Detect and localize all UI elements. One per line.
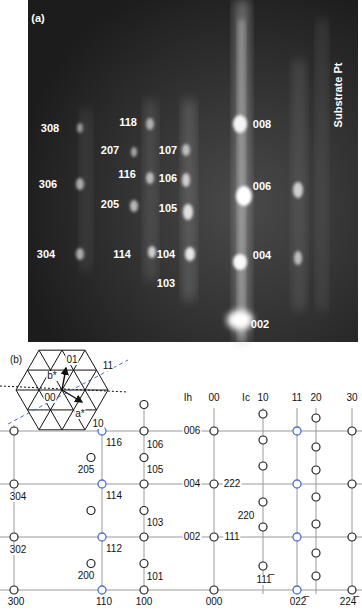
index-label: 105 [146,465,165,475]
index-label: 304 [37,249,55,260]
index-label: 20 [309,393,322,403]
index-label: 101 [146,572,165,582]
rheed-photo [28,0,358,342]
index-label: 008 [253,119,271,130]
index-label: a* [74,409,85,419]
index-label: 224̅ [339,597,358,607]
index-label: 004 [183,479,202,489]
index-label: 00 [43,393,56,403]
index-label: 11 [291,393,303,403]
index-label: 103 [146,518,165,528]
index-label: 30 [345,393,358,403]
index-label: 11 [102,361,114,371]
index-label: 114 [113,249,131,260]
index-label: 205 [77,465,96,475]
index-label: 308 [41,123,59,134]
index-label: 116 [118,169,136,180]
index-label: 022̅ [289,597,308,607]
index-label: 104 [157,249,175,260]
index-label: 002 [251,319,269,330]
index-label: 222 [223,479,242,489]
index-label: 207 [101,145,119,156]
index-label: 00 [207,393,220,403]
index-label: 304 [9,492,28,502]
index-label: Ih [183,393,193,403]
index-label: 000 [205,597,224,607]
index-label: 110 [95,597,113,607]
index-label: 006 [183,426,202,436]
index-label: 306 [39,179,57,190]
index-label: 002 [183,532,202,542]
index-label: 006 [253,181,271,192]
index-label: 220 [237,511,256,521]
index-label: (b) [9,355,23,365]
index-label: 105 [159,203,177,214]
index-label: 106 [146,440,165,450]
index-label: 01 [65,355,78,365]
index-label: 112 [105,544,123,554]
index-label: 302 [9,545,28,555]
index-label: 10 [91,419,104,429]
index-label: 107 [159,145,177,156]
index-label: 114 [105,491,123,501]
index-label: 100 [135,597,154,607]
substrate-label: Substrate Pt [333,63,344,128]
index-label: b* [46,371,57,381]
reciprocal-grid [0,408,362,594]
index-label: 300 [7,597,26,607]
index-label: 118 [119,117,137,128]
index-label: Ic [241,393,251,403]
index-label: 111 [223,532,240,542]
hexagonal-lattice-inset [0,350,128,430]
reflection-circles [10,401,356,595]
index-label: 205 [101,199,119,210]
index-label: 111̅ [255,575,272,585]
index-label: 200 [77,571,96,581]
blue-reflection-circles [98,427,301,594]
index-label: 116 [105,438,123,448]
index-label: 103 [157,278,175,289]
index-label: (a) [31,13,44,24]
index-label: 10 [256,393,269,403]
index-label: 004 [253,250,271,261]
index-label: 106 [159,173,177,184]
